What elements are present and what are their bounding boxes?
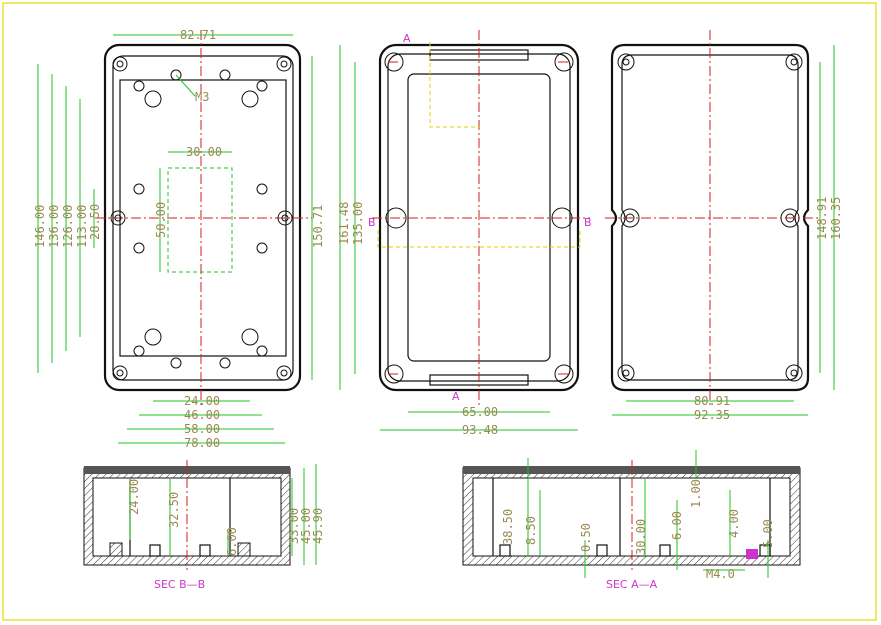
lid-corner-holes	[617, 53, 803, 382]
dim-bb-6: 6.00	[225, 527, 239, 556]
section-mark-a-bottom: A	[452, 390, 460, 403]
middle-corner-holes	[384, 52, 574, 384]
dim-aa-m4: M4.0	[706, 567, 735, 581]
section-aa-dim-lines	[527, 450, 769, 578]
section-mark-a-top: A	[403, 32, 411, 45]
dim-46-00: 46.00	[184, 408, 220, 422]
dim-30-00: 30.00	[186, 145, 222, 159]
bottom-mounting-bosses	[133, 69, 268, 369]
dim-aa-0-5: 0.50	[579, 523, 593, 552]
dim-aa-38: 38.50	[501, 509, 515, 545]
section-aa-bosses	[492, 478, 771, 557]
middle-view: A A B B 161.48 135.00 65.00 93.48	[337, 30, 592, 437]
dim-bb-45-9: 45.90	[311, 508, 325, 544]
dim-aa-1: 1.00	[689, 479, 703, 508]
lid-inner-outline	[621, 54, 799, 381]
dim-161-48: 161.48	[337, 202, 351, 245]
m3-leader	[175, 74, 196, 97]
bottom-center-pocket	[167, 167, 233, 273]
bottom-horizontal-dims	[118, 400, 285, 444]
section-aa-title: SEC A—A	[606, 578, 658, 591]
section-bb-bosses	[109, 478, 251, 557]
m4-insert-highlight	[746, 549, 758, 559]
dim-bb-33: 33.00	[287, 508, 301, 544]
dim-160-35: 160.35	[829, 197, 843, 240]
m3-label: M3	[195, 90, 209, 104]
dim-58-00: 58.00	[184, 422, 220, 436]
dim-150-71: 150.71	[311, 205, 325, 248]
dim-113-00: 113.00	[75, 205, 89, 248]
dim-65-00: 65.00	[462, 405, 498, 419]
dim-bb-32: 32.50	[167, 492, 181, 528]
dim-93-48: 93.48	[462, 423, 498, 437]
section-bb-view: 24.00 32.50 6.00 33.00 45.00 45.90 SEC B…	[83, 460, 325, 591]
section-mark-b-left: B	[368, 216, 376, 229]
dim-78-00: 78.00	[184, 436, 220, 450]
dim-bb-45: 45.00	[299, 508, 313, 544]
dim-aa-5: 5.00	[761, 519, 775, 548]
bottom-corner-holes	[110, 56, 293, 381]
dim-146-00: 146.00	[33, 205, 47, 248]
lid-view: 148.91 160.35 80.91 92.35	[605, 30, 843, 422]
dim-82-71: 82.71	[180, 28, 216, 42]
dim-aa-4: 4.00	[727, 509, 741, 538]
dim-148-91: 148.91	[815, 197, 829, 240]
dim-aa-8: 8.50	[524, 516, 538, 545]
dim-24-00: 24.00	[184, 394, 220, 408]
section-line-b	[377, 230, 581, 248]
section-bb-dim-lines	[129, 464, 317, 565]
section-mark-b-right: B	[584, 216, 592, 229]
section-bb-title: SEC B—B	[154, 578, 205, 591]
dim-aa-6: 6.00	[670, 511, 684, 540]
bottom-view: M3 82.71 30.00 150.71 146.00 136.00 126.…	[33, 28, 325, 450]
lid-outer-outline	[610, 43, 810, 392]
left-dim-lines	[37, 64, 161, 373]
dim-135-00: 135.00	[351, 202, 365, 245]
section-line-a	[429, 42, 480, 128]
dim-92-35: 92.35	[694, 408, 730, 422]
dim-50-00: 50.00	[154, 202, 168, 238]
dim-80-91: 80.91	[694, 394, 730, 408]
dim-28-50: 28.50	[88, 204, 102, 240]
dim-126-00: 126.00	[61, 205, 75, 248]
dim-136-00: 136.00	[47, 205, 61, 248]
dim-aa-30: 30.00	[634, 519, 648, 555]
dim-bb-24: 24.00	[127, 479, 141, 515]
section-aa-view: 38.50 8.50 0.50 30.00 6.00 1.00 4.00 5.0…	[462, 450, 801, 591]
